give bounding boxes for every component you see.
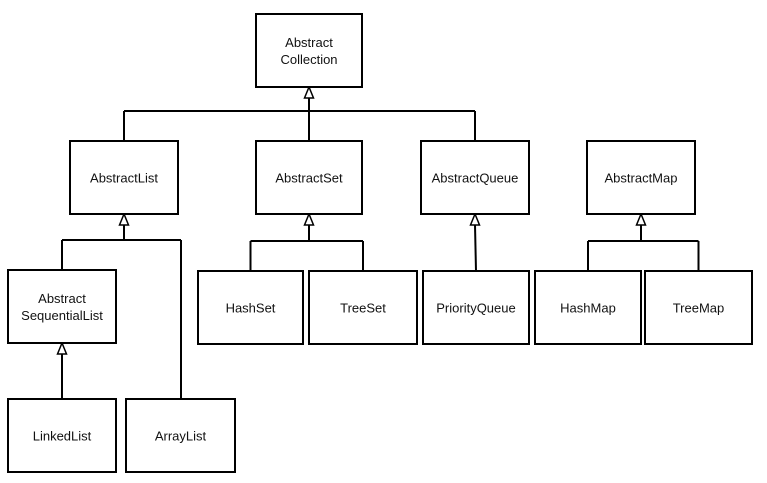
class-box	[308, 270, 418, 345]
class-name-label: AbstractQueue	[432, 171, 519, 186]
class-node-tree-set: TreeSet	[308, 270, 418, 345]
class-box	[197, 270, 304, 345]
class-box	[255, 140, 363, 215]
class-box	[69, 140, 179, 215]
class-name-label: Abstract	[285, 35, 333, 50]
class-node-abstract-list: AbstractList	[69, 140, 179, 215]
class-name-label: TreeMap	[673, 301, 725, 316]
class-box	[534, 270, 642, 345]
class-box	[125, 398, 236, 473]
class-name-label: AbstractSet	[275, 171, 343, 186]
class-name-label: PriorityQueue	[436, 301, 515, 316]
class-box	[422, 270, 530, 345]
class-box	[7, 398, 117, 473]
inheritance-edges	[56, 85, 700, 399]
class-node-linked-list: LinkedList	[7, 398, 117, 473]
class-node-priority-queue: PriorityQueue	[422, 270, 530, 345]
class-name-label: Collection	[280, 52, 337, 67]
inheritance-arrowhead	[56, 341, 68, 355]
class-node-hash-set: HashSet	[197, 270, 304, 345]
class-box	[586, 140, 696, 215]
class-name-label: Abstract	[38, 291, 86, 306]
inheritance-arrowhead	[469, 212, 481, 226]
class-node-tree-map: TreeMap	[644, 270, 753, 345]
class-node-array-list: ArrayList	[125, 398, 236, 473]
class-box	[644, 270, 753, 345]
class-name-label: HashMap	[560, 301, 616, 316]
inheritance-arrowhead	[303, 212, 315, 226]
class-name-label: LinkedList	[33, 429, 92, 444]
class-box	[255, 13, 363, 88]
class-box	[7, 269, 117, 344]
class-name-label: HashSet	[226, 301, 276, 316]
inheritance-arrowhead	[118, 212, 130, 226]
class-name-label: AbstractList	[90, 171, 158, 186]
class-name-label: SequentialList	[21, 308, 103, 323]
class-name-label: AbstractMap	[605, 171, 678, 186]
class-name-label: TreeSet	[340, 301, 386, 316]
class-name-label: ArrayList	[155, 429, 207, 444]
class-box	[420, 140, 530, 215]
class-node-abstract-map: AbstractMap	[586, 140, 696, 215]
class-node-abstract-queue: AbstractQueue	[420, 140, 530, 215]
class-node-hash-map: HashMap	[534, 270, 642, 345]
inheritance-arrowhead	[635, 212, 647, 226]
edge-abstract_queue-priority_queue	[474, 224, 477, 272]
inheritance-arrowhead	[303, 85, 315, 99]
class-node-abstract-set: AbstractSet	[255, 140, 363, 215]
